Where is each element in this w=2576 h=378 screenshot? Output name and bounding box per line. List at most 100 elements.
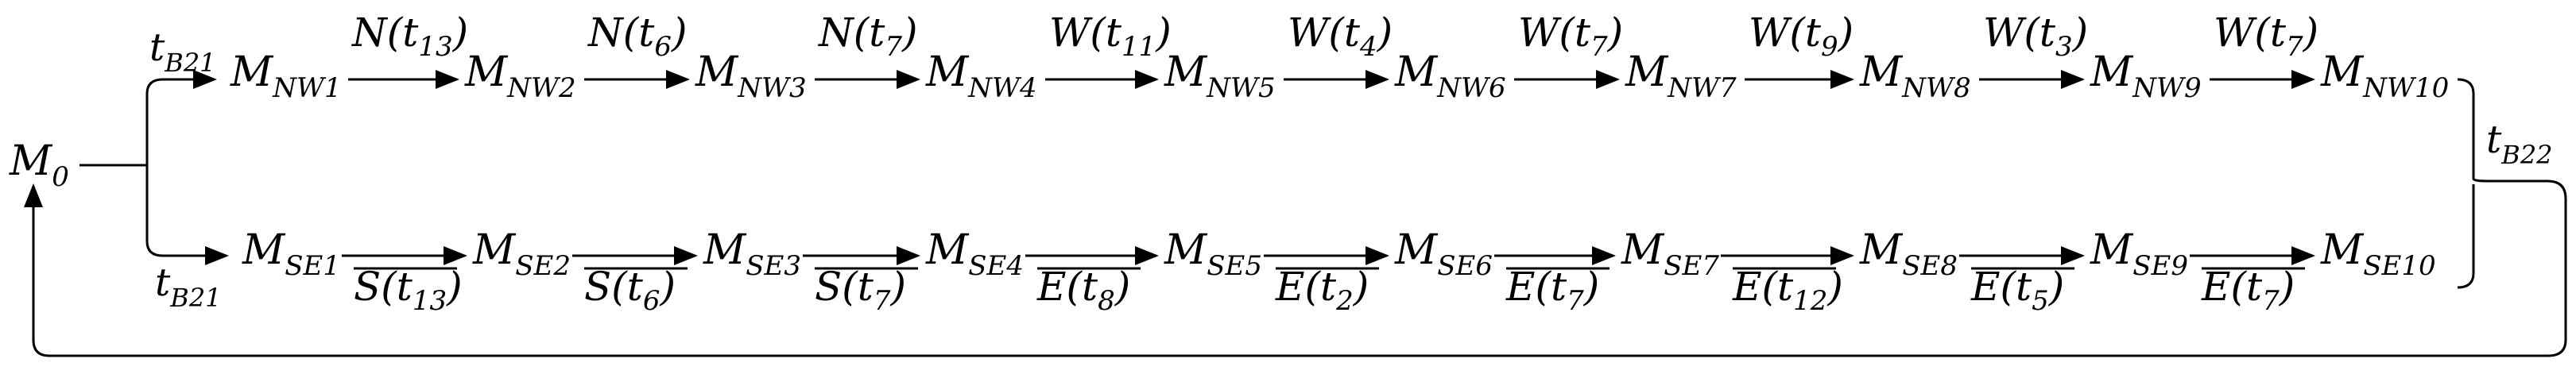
transition-nw-6-sub: 7: [1590, 31, 1608, 63]
marking-nw4: MNW4: [925, 48, 1037, 104]
marking-nw7: MNW7: [1625, 48, 1737, 104]
transition-nw-5-t: t: [1344, 10, 1361, 56]
transition-nw-5-sub: 4: [1359, 31, 1377, 63]
transition-nw-8-sub: 3: [2055, 31, 2073, 63]
marking-se10: MSE10: [2320, 226, 2436, 282]
transition-nw-5-dir: W: [1288, 10, 1331, 56]
transition-nw-7-dir: W: [1749, 10, 1792, 56]
marking-se5: MSE5: [1164, 226, 1262, 282]
transition-nw-3-dir: N: [818, 10, 855, 56]
marking-se6-sub: SE6: [1437, 250, 1493, 282]
label-tb21-bottom: tB21: [155, 260, 222, 313]
marking-se3-base: M: [703, 226, 747, 274]
transition-se-3-dir: S: [815, 264, 842, 310]
marking-nw9-sub: NW9: [2132, 72, 2201, 104]
return-loop: [24, 179, 2567, 357]
transition-se-9-close: ): [2279, 264, 2295, 310]
marking-se1-base: M: [242, 226, 286, 274]
marking-nw4-sub: NW4: [967, 72, 1036, 104]
transition-nw-7-sub: 9: [1821, 31, 1838, 63]
marking-nw10-base: M: [2320, 48, 2365, 96]
transition-se-9-dir: E: [2201, 264, 2231, 310]
transition-nw-2-dir: N: [587, 10, 625, 56]
marking-nw10: MNW10: [2320, 48, 2449, 104]
label-tb22-base: t: [2486, 118, 2502, 162]
transition-nw-4: W(t11): [1049, 10, 1172, 63]
marking-nw9-base: M: [2090, 48, 2134, 96]
transition-se-2-open: (: [611, 264, 628, 310]
transition-se-6-open: (: [1536, 264, 1552, 310]
marking-se10-sub: SE10: [2363, 250, 2435, 282]
marking-se3: MSE3: [703, 226, 801, 282]
transition-nw-3-sub: 7: [885, 31, 902, 63]
marking-se8-base: M: [1859, 226, 1904, 274]
label-tb21-bottom-sub: B21: [169, 283, 221, 313]
transition-nw-7-close: ): [1838, 10, 1854, 56]
transition-nw-9-close: ): [2303, 10, 2319, 56]
transition-nw-7-t: t: [1805, 10, 1822, 56]
transition-nw-5-open: (: [1328, 10, 1345, 56]
marking-se4-sub: SE4: [968, 250, 1024, 282]
transition-nw-6-dir: W: [1518, 10, 1562, 56]
transition-nw-2: N(t6): [587, 10, 688, 63]
transition-nw-8-t: t: [2039, 10, 2056, 56]
marking-se8: MSE8: [1859, 226, 1958, 282]
transition-se-1-dir: S: [354, 264, 381, 310]
transition-se-8: E(t5): [1970, 264, 2064, 317]
transition-nw-2-close: ): [671, 10, 688, 56]
transition-nw-8-open: (: [2024, 10, 2040, 56]
transition-se-2-t: t: [627, 264, 644, 310]
transition-se-5: E(t2): [1275, 264, 1369, 317]
transition-nw-6-close: ): [1607, 10, 1624, 56]
transition-nw-8: W(t3): [1983, 10, 2088, 63]
marking-nw1-sub: NW1: [272, 72, 341, 104]
transition-se-6-dir: E: [1505, 264, 1536, 310]
edges: [24, 70, 2567, 357]
transition-nw-6-t: t: [1575, 10, 1591, 56]
transition-se-8-t: t: [2016, 264, 2032, 310]
marking-nw5-sub: NW5: [1206, 72, 1275, 104]
marking-se10-base: M: [2320, 226, 2365, 274]
transition-nw-7: W(t9): [1749, 10, 1854, 63]
marking-nw2-base: M: [464, 48, 509, 96]
branch-top: [145, 70, 217, 165]
marking-nw1: MNW1: [230, 48, 342, 104]
transition-se-2-sub: 6: [643, 285, 660, 317]
marking-nw7-base: M: [1625, 48, 1669, 96]
transition-se-7-open: (: [1762, 264, 1779, 310]
transition-se-4: E(t8): [1036, 264, 1130, 317]
transition-nw-2-sub: 6: [654, 31, 672, 63]
transition-se-7: E(t12): [1732, 264, 1843, 317]
transition-nw-1-t: t: [402, 10, 419, 56]
transition-se-8-dir: E: [1970, 264, 2001, 310]
label-tb21-top-sub: B21: [164, 48, 215, 78]
marking-nw2: MNW2: [464, 48, 576, 104]
transition-se-6-sub: 7: [1567, 285, 1584, 317]
marking-nw6: MNW6: [1394, 48, 1506, 104]
transition-nw-9-sub: 7: [2286, 31, 2303, 63]
transition-se-1: S(t13): [354, 264, 463, 317]
marking-nw9: MNW9: [2090, 48, 2202, 104]
transition-nw-6-open: (: [1559, 10, 1575, 56]
marking-se2-base: M: [472, 226, 517, 274]
transition-nw-1: N(t13): [351, 10, 468, 63]
marking-se7-sub: SE7: [1664, 250, 1719, 282]
transition-se-6-close: ): [1583, 264, 1600, 310]
marking-se5-base: M: [1164, 226, 1208, 274]
marking-se1: MSE1: [242, 226, 340, 282]
marking-nw8: MNW8: [1859, 48, 1971, 104]
transition-nw-1-dir: N: [351, 10, 389, 56]
marking-nw8-base: M: [1859, 48, 1904, 96]
transition-nw-5-close: ): [1377, 10, 1393, 56]
transition-nw-7-open: (: [1789, 10, 1806, 56]
marking-se4: MSE4: [925, 226, 1024, 282]
marking-nw4-base: M: [925, 48, 970, 96]
transition-se-5-dir: E: [1275, 264, 1305, 310]
marking-nw8-sub: NW8: [1901, 72, 1970, 104]
transition-se-1-sub: 13: [413, 285, 447, 317]
marking-nw6-sub: NW6: [1436, 72, 1505, 104]
transition-se-2-dir: S: [584, 264, 611, 310]
transition-se-7-t: t: [1777, 264, 1794, 310]
